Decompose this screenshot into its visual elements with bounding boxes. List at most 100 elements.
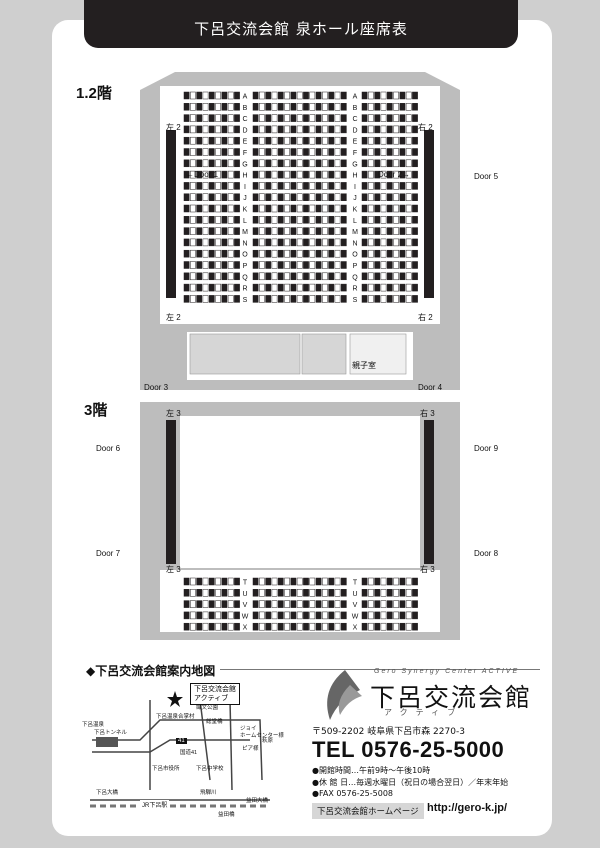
seat[interactable] [221, 238, 228, 247]
seat[interactable] [340, 261, 347, 269]
seat[interactable] [265, 148, 272, 156]
seat[interactable] [277, 114, 284, 122]
seat[interactable] [374, 227, 381, 235]
seat[interactable] [190, 103, 196, 111]
seat[interactable] [265, 170, 272, 179]
seat[interactable] [405, 170, 412, 179]
seat[interactable] [315, 182, 322, 190]
seat[interactable] [303, 91, 309, 100]
seat[interactable] [334, 159, 341, 168]
seat[interactable] [227, 159, 234, 168]
seat[interactable] [315, 103, 322, 111]
seat[interactable] [271, 148, 278, 156]
seat[interactable] [334, 283, 341, 292]
seat[interactable] [183, 261, 190, 269]
seat[interactable] [328, 148, 335, 156]
seat[interactable] [296, 125, 303, 134]
seat[interactable] [315, 249, 322, 258]
seat[interactable] [221, 589, 228, 597]
seat[interactable] [252, 589, 259, 597]
seat[interactable] [183, 170, 190, 179]
seat[interactable] [190, 148, 196, 156]
seat[interactable] [328, 589, 335, 597]
seat[interactable] [284, 148, 290, 156]
seat[interactable] [183, 622, 190, 631]
seat[interactable] [368, 204, 374, 213]
seat[interactable] [412, 600, 418, 608]
seat[interactable] [196, 114, 203, 122]
seat[interactable] [252, 91, 259, 100]
seat[interactable] [215, 91, 221, 100]
seat[interactable] [215, 611, 221, 620]
seat[interactable] [252, 159, 259, 168]
seat[interactable] [340, 91, 347, 100]
seat[interactable] [303, 114, 309, 122]
seat[interactable] [322, 103, 328, 111]
seat[interactable] [405, 103, 412, 111]
seat[interactable] [368, 577, 374, 586]
seat[interactable] [303, 216, 309, 224]
door-4[interactable]: Door 4 [418, 383, 443, 392]
seat[interactable] [386, 577, 393, 586]
seat[interactable] [393, 589, 399, 597]
seat[interactable] [328, 249, 335, 258]
seat[interactable] [252, 193, 259, 201]
seat[interactable] [290, 622, 297, 631]
seat[interactable] [399, 125, 406, 134]
seat[interactable] [315, 577, 322, 586]
seat[interactable] [386, 159, 393, 168]
seat[interactable] [380, 136, 387, 145]
seat[interactable] [252, 261, 259, 269]
seat[interactable] [202, 577, 209, 586]
seat[interactable] [259, 283, 265, 292]
seat[interactable] [309, 114, 316, 122]
seat[interactable] [221, 136, 228, 145]
seat[interactable] [190, 622, 196, 631]
seat[interactable] [399, 249, 406, 258]
seat[interactable] [252, 283, 259, 292]
seat[interactable] [393, 600, 399, 608]
seat[interactable] [374, 611, 381, 620]
seat[interactable] [284, 238, 290, 247]
seat[interactable] [277, 103, 284, 111]
seat[interactable] [284, 193, 290, 201]
seat[interactable] [374, 170, 381, 179]
seat[interactable] [399, 136, 406, 145]
seat[interactable] [265, 295, 272, 303]
seat[interactable] [215, 589, 221, 597]
seat[interactable] [215, 577, 221, 586]
seat[interactable] [259, 238, 265, 247]
seat[interactable] [227, 600, 234, 608]
seat[interactable] [183, 577, 190, 586]
seat[interactable] [296, 136, 303, 145]
seat[interactable] [328, 238, 335, 247]
seat[interactable] [277, 249, 284, 258]
seat[interactable] [393, 261, 399, 269]
seat[interactable] [271, 170, 278, 179]
seat[interactable] [259, 170, 265, 179]
seat[interactable] [361, 238, 368, 247]
seat[interactable] [303, 159, 309, 168]
seat[interactable] [290, 136, 297, 145]
seat[interactable] [340, 295, 347, 303]
seat[interactable] [380, 114, 387, 122]
seat[interactable] [234, 136, 240, 145]
seat[interactable] [315, 272, 322, 281]
seat[interactable] [290, 249, 297, 258]
seat[interactable] [340, 611, 347, 620]
seat[interactable] [315, 170, 322, 179]
seat[interactable] [405, 91, 412, 100]
seat[interactable] [309, 148, 316, 156]
seat[interactable] [202, 125, 209, 134]
seat[interactable] [190, 261, 196, 269]
seat[interactable] [259, 295, 265, 303]
seat[interactable] [202, 159, 209, 168]
seat[interactable] [399, 622, 406, 631]
seat[interactable] [380, 611, 387, 620]
seat[interactable] [234, 283, 240, 292]
seat[interactable] [309, 577, 316, 586]
seat[interactable] [393, 148, 399, 156]
seat[interactable] [215, 182, 221, 190]
seat[interactable] [315, 611, 322, 620]
seat[interactable] [309, 249, 316, 258]
